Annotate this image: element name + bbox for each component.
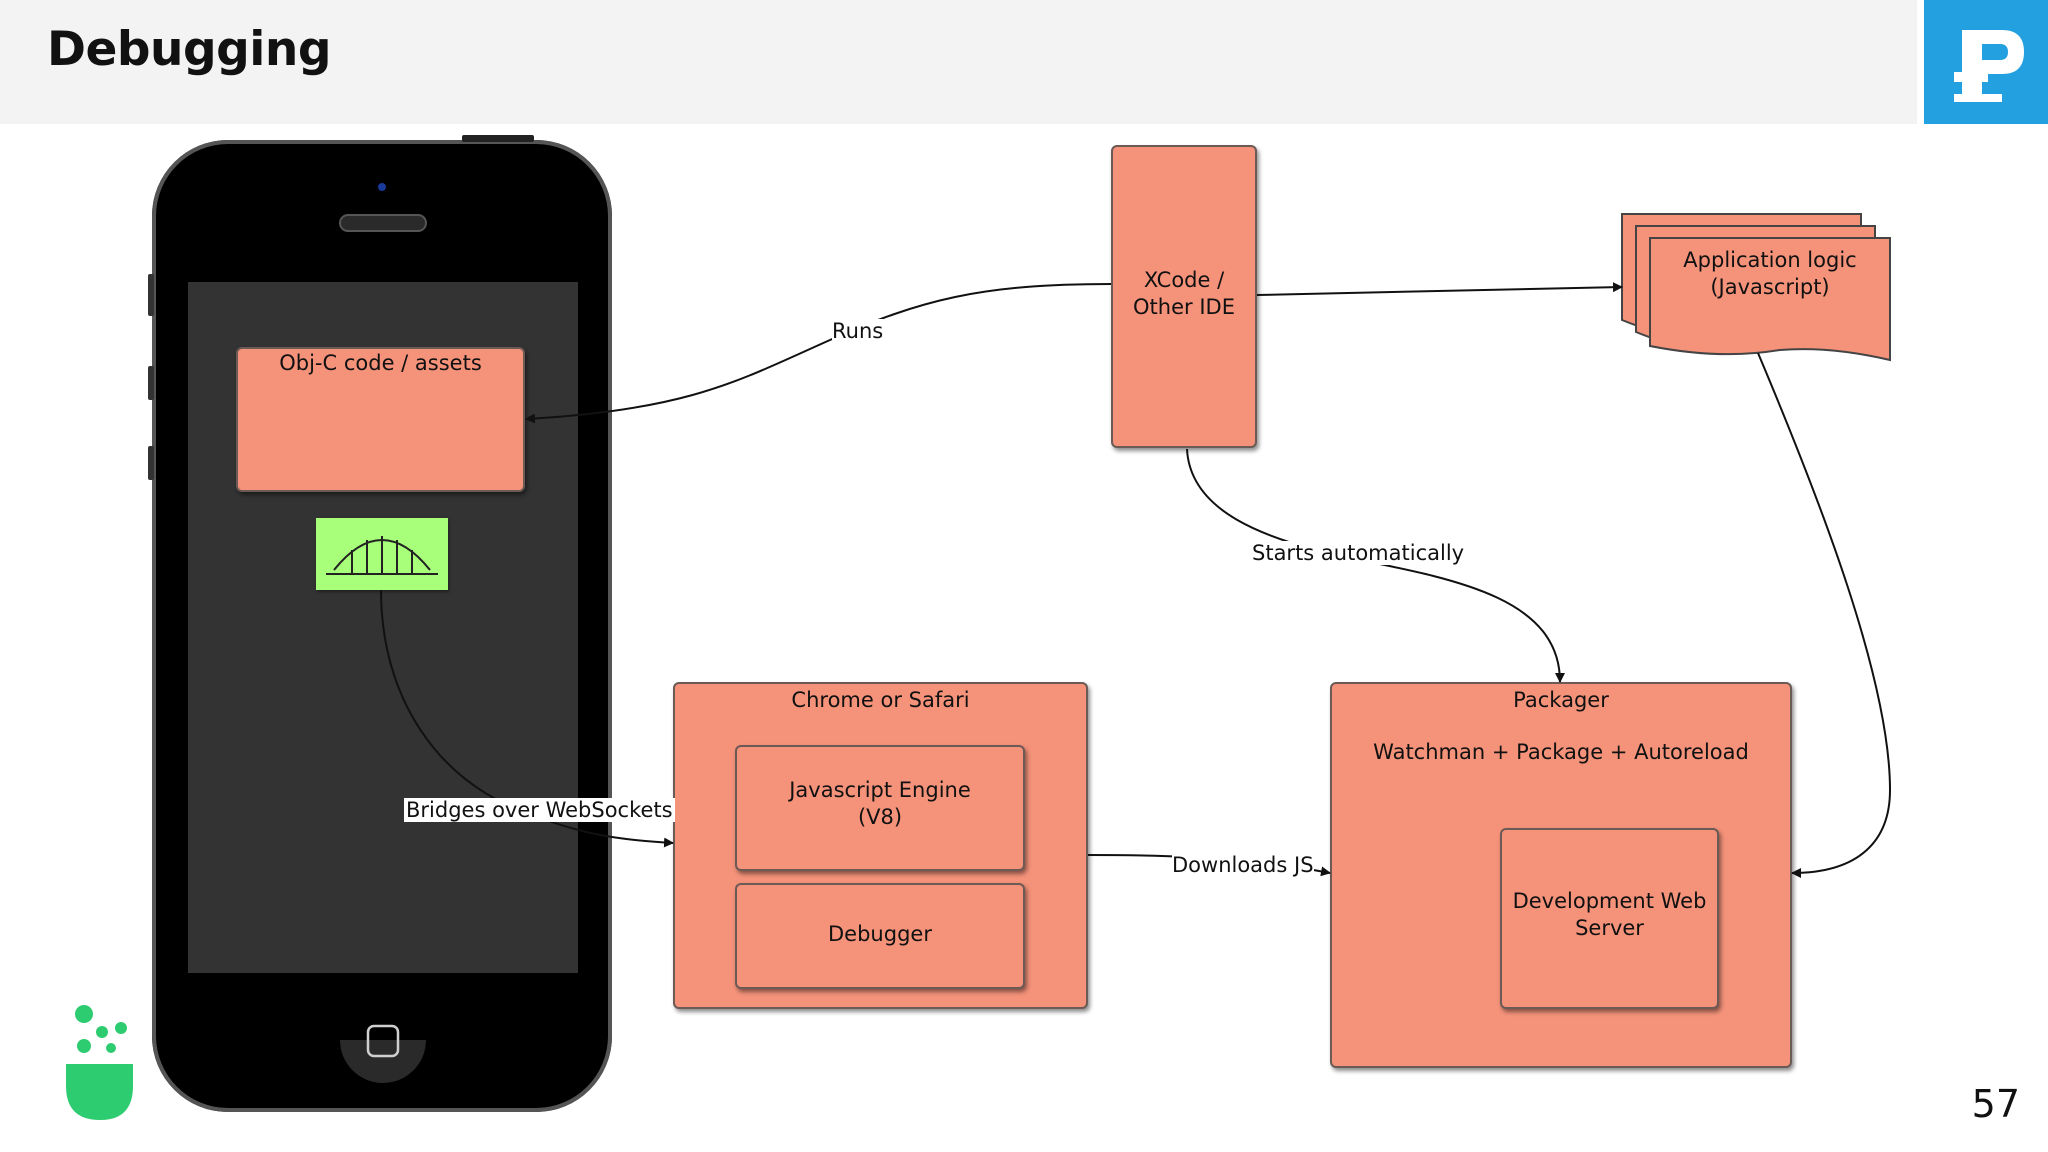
browser-label: Chrome or Safari <box>791 688 970 712</box>
slide-header <box>0 0 1917 124</box>
xcode-ide-box: XCode / Other IDE <box>1111 145 1257 448</box>
javascript-engine-line1: Javascript Engine <box>789 778 971 802</box>
starts-automatically-label: Starts automatically <box>1252 541 1465 565</box>
javascript-engine-box: Javascript Engine (V8) <box>735 745 1025 871</box>
edge-ide-to-applogic <box>1256 282 1623 296</box>
debugger-box: Debugger <box>735 883 1025 989</box>
packager-label: Packager <box>1513 688 1609 712</box>
javascript-engine-line2: (V8) <box>857 805 903 829</box>
debugger-label: Debugger <box>828 922 932 946</box>
devserver-line2: Server <box>1575 916 1644 940</box>
application-logic-line2: (Javascript) <box>1710 275 1830 299</box>
p-logo-icon <box>1924 0 2048 124</box>
bridge-icon <box>316 518 448 590</box>
watchman-label: Watchman + Package + Autoreload <box>1373 740 1749 764</box>
edge-runs <box>525 283 1112 424</box>
objc-code-box: Obj-C code / assets <box>236 347 525 492</box>
xcode-label-line1: XCode / <box>1143 268 1225 292</box>
bridges-label: Bridges over WebSockets <box>404 798 675 822</box>
xcode-label-line2: Other IDE <box>1133 295 1235 319</box>
downloads-js-label: Downloads JS <box>1172 853 1314 877</box>
runs-label: Runs <box>832 319 884 343</box>
devserver-line1: Development Web <box>1512 889 1707 913</box>
objc-code-label: Obj-C code / assets <box>279 351 482 375</box>
application-logic-line1: Application logic <box>1683 248 1857 272</box>
application-logic-label: Application logic (Javascript) <box>1650 247 1890 301</box>
slide-title: Debugging <box>47 22 332 77</box>
development-web-server-box: Development Web Server <box>1500 828 1719 1009</box>
page-number: 57 <box>1971 1082 2020 1126</box>
edge-applogic-to-packager <box>1757 352 1892 878</box>
